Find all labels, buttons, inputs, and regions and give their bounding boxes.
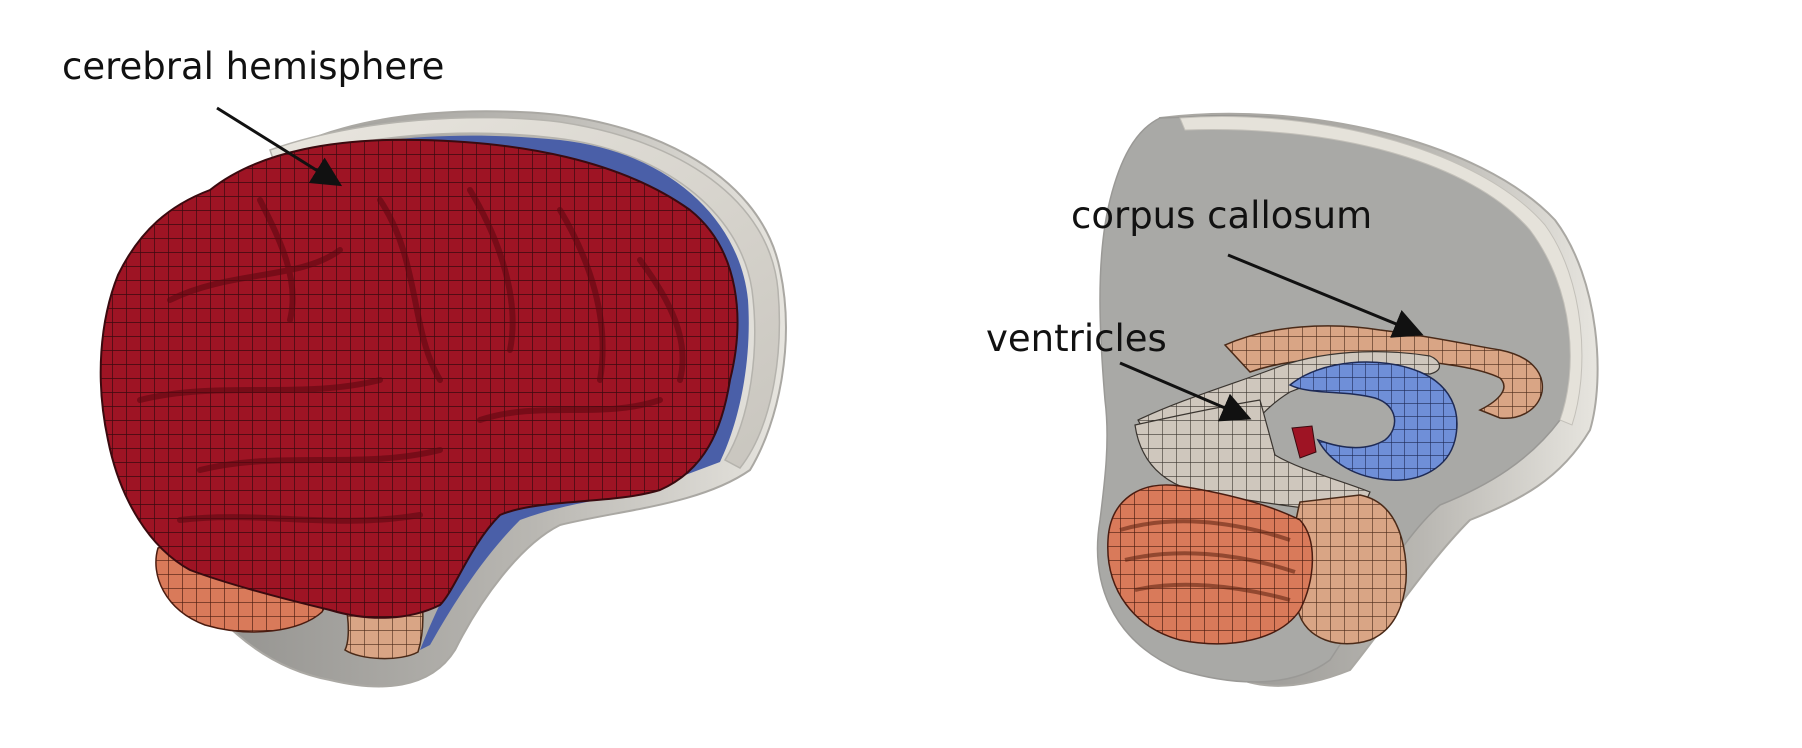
cerebral-hemisphere [99, 138, 739, 619]
cerebellum-folia [1119, 519, 1296, 602]
label-cerebral-hemisphere: cerebral hemisphere [62, 45, 444, 88]
label-ventricles: ventricles [986, 317, 1167, 360]
exterior-view-panel: cerebral hemisphere [62, 45, 787, 688]
gyri-shading [137, 187, 686, 524]
arrow-ventricles [1119, 361, 1252, 422]
arrow-corpus-callosum [1227, 253, 1424, 338]
sagittal-cut-panel: corpus callosum ventricles [986, 112, 1599, 687]
arrow-cerebral-hemisphere [216, 106, 343, 187]
cerebellum-cut [1107, 484, 1314, 645]
label-corpus-callosum: corpus callosum [1071, 194, 1372, 237]
thalamus-region [1291, 425, 1317, 459]
skull-rim-cut [1179, 116, 1583, 426]
skull-rim [269, 116, 781, 469]
ventricles [1288, 361, 1458, 481]
